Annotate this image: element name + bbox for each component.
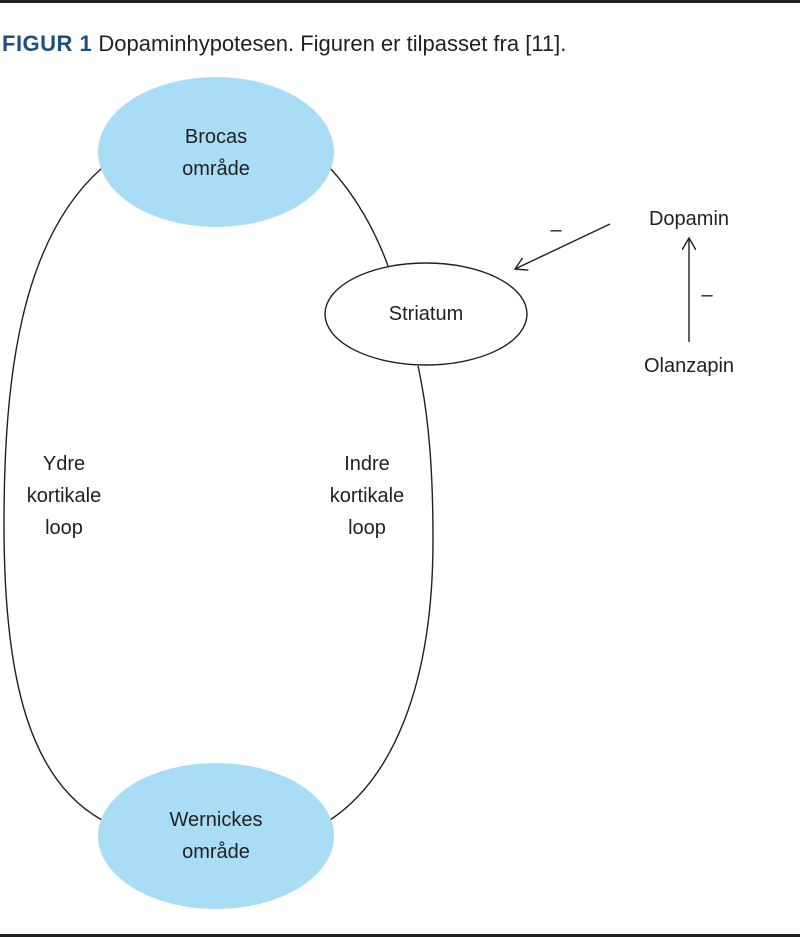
broca-striatum-line xyxy=(329,167,389,267)
inner-loop-label-line2: kortikale xyxy=(330,485,404,507)
caption-text: Dopaminhypotesen. Figuren er tilpasset f… xyxy=(98,31,567,56)
figure-label: FIGUR 1 xyxy=(2,31,93,56)
outer-loop-label-line1: Ydre xyxy=(43,453,85,475)
wernicke-area-node xyxy=(98,763,334,909)
figure-caption: FIGUR 1 Dopaminhypotesen. Figuren er til… xyxy=(2,29,566,59)
broca-label-line1: Brocas xyxy=(185,126,247,148)
olanzapin-label: Olanzapin xyxy=(644,355,734,377)
striatum-node xyxy=(324,262,528,366)
bottom-rule xyxy=(0,934,800,937)
striatum-wernicke-line xyxy=(329,365,434,821)
outer-loop-label-line3: loop xyxy=(45,517,83,539)
top-rule xyxy=(0,0,800,3)
wernicke-label-line2: område xyxy=(182,841,250,863)
dopamin-to-striatum-arrow xyxy=(515,223,611,269)
olanzapin-to-dopamin-sign: – xyxy=(701,284,713,306)
dopamin-label: Dopamin xyxy=(649,208,729,230)
striatum-label: Striatum xyxy=(389,303,463,325)
outer-loop-line xyxy=(3,167,103,821)
wernicke-label-line1: Wernickes xyxy=(170,809,263,831)
inner-loop-label-line1: Indre xyxy=(344,453,390,475)
broca-label-line2: område xyxy=(182,158,250,180)
dopamin-to-striatum-sign: – xyxy=(550,219,562,241)
broca-area-node xyxy=(98,77,334,227)
outer-loop-label-line2: kortikale xyxy=(27,485,101,507)
inner-loop-label-line3: loop xyxy=(348,517,386,539)
